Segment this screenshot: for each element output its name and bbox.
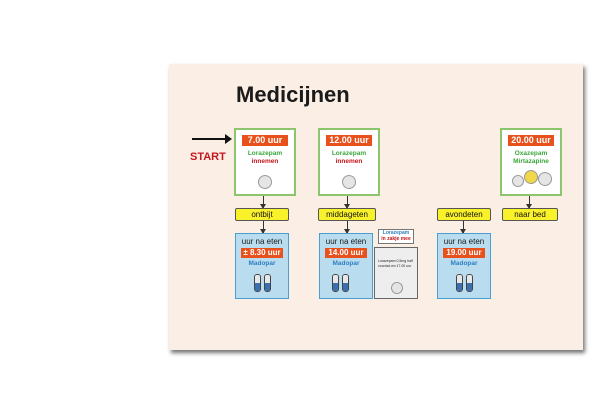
morning-medication-box: 7.00 uur Lorazepam innemen <box>234 128 296 196</box>
flow-arrow <box>260 221 266 234</box>
capsule-icon <box>332 274 339 292</box>
tablet-icon <box>388 279 406 297</box>
medication-text: Lorazepam innemen <box>247 150 283 165</box>
drug-name: Madopar <box>332 260 360 267</box>
noon-medication-box: 12.00 uur Lorazepam innemen <box>318 128 380 196</box>
time-badge: 7.00 uur <box>242 135 288 146</box>
madopar-box-noon: uur na eten 14.00 uur Madopar <box>319 233 373 299</box>
diagram-title: Medicijnen <box>236 82 350 107</box>
time-badge: 12.00 uur <box>326 135 372 146</box>
start-arrow <box>192 134 232 144</box>
capsule-icon <box>342 274 349 292</box>
box-heading: uur na eten <box>241 237 283 246</box>
capsule-icon <box>466 274 473 292</box>
flow-arrow <box>260 196 266 209</box>
capsule-icon <box>456 274 463 292</box>
flow-arrow <box>460 221 466 234</box>
flow-arrow <box>344 196 350 209</box>
time-badge: 19.00 uur <box>443 248 485 258</box>
drug-name: Madopar <box>248 260 276 267</box>
start-label: START <box>190 151 226 163</box>
madopar-box-evening: uur na eten 19.00 uur Madopar <box>437 233 491 299</box>
time-badge: ± 8.30 uur <box>241 248 283 258</box>
flow-arrow <box>526 196 532 209</box>
medication-text: Lorazepam innemen <box>331 150 367 165</box>
night-medication-box: 20.00 uur Oxazepam Mirtazapine <box>500 128 562 196</box>
drug-name: Madopar <box>450 260 478 267</box>
capsule-icon <box>254 274 261 292</box>
diagram-sheet <box>169 64 583 350</box>
box-heading: uur na eten <box>443 237 485 246</box>
tablet-icon <box>535 169 555 189</box>
note-text: Lorazepam 0,5mg half voordat om 17.00 uu… <box>378 259 413 268</box>
tablet-icon <box>339 172 359 192</box>
tablet-icon <box>255 172 275 192</box>
label-dinner: avondeten <box>437 208 491 221</box>
label-lunch: middageten <box>318 208 376 221</box>
lorazepam-note: Lorazepam 0,5mg half voordat om 17.00 uu… <box>374 247 418 299</box>
madopar-box-morning: uur na eten ± 8.30 uur Madopar <box>235 233 289 299</box>
capsule-icon <box>264 274 271 292</box>
medication-text: Oxazepam Mirtazapine <box>513 150 549 165</box>
flow-arrow <box>344 221 350 234</box>
label-breakfast: ontbijt <box>235 208 289 221</box>
label-bedtime: naar bed <box>502 208 558 221</box>
lorazepam-tag: Lorazepam in zakje mee <box>378 229 414 244</box>
time-badge: 20.00 uur <box>508 135 554 146</box>
box-heading: uur na eten <box>325 237 367 246</box>
time-badge: 14.00 uur <box>325 248 367 258</box>
